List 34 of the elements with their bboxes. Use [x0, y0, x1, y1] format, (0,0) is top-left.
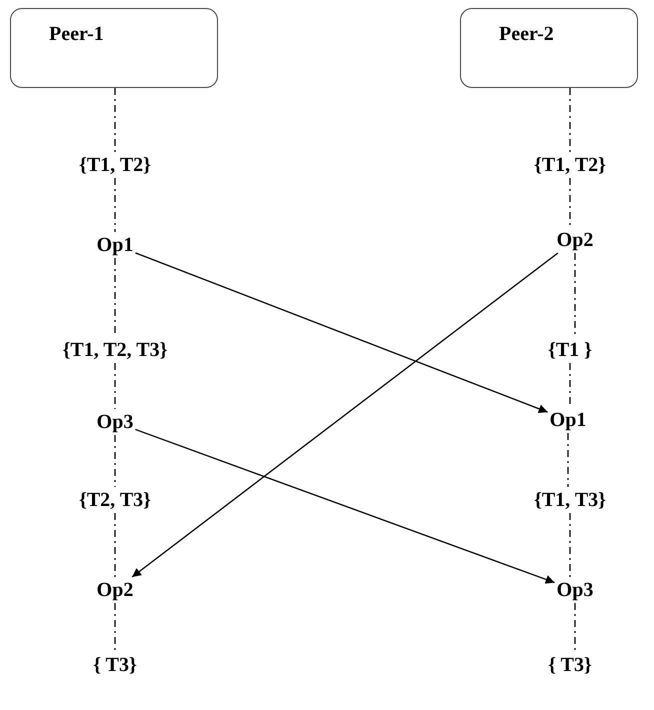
lifeline-label: {T1 }	[546, 337, 594, 363]
lifeline	[114, 178, 116, 232]
lifeline-label: {T1, T2}	[76, 152, 154, 178]
lifeline-label: {T1, T3}	[532, 487, 608, 513]
peer-name: Peer-2	[499, 23, 554, 45]
peer-name: Peer-1	[49, 23, 104, 45]
lifeline-header-box	[10, 8, 218, 88]
lifeline-label: {T1, T2, T3}	[60, 337, 170, 363]
lifeline-label: { T3}	[546, 652, 594, 678]
lifeline	[569, 178, 571, 227]
message-arrow	[135, 252, 548, 414]
message-arrow	[132, 252, 558, 578]
lifeline-label: Op1	[94, 232, 136, 258]
lifeline-label: Op1	[548, 407, 588, 433]
message-arrow	[135, 428, 555, 584]
lifeline-label: Op2	[554, 227, 596, 253]
lifeline	[569, 513, 571, 577]
lifeline	[574, 253, 576, 337]
lifeline	[574, 603, 576, 652]
lifeline-label: Op2	[94, 577, 136, 603]
lifeline	[114, 435, 116, 487]
lifeline	[114, 513, 116, 577]
lifeline	[569, 363, 571, 407]
lifeline-label: {T2, T3}	[76, 487, 154, 513]
lifeline-label: Op3	[94, 409, 136, 435]
lifeline-label: Op3	[554, 577, 596, 603]
lifeline	[569, 88, 571, 152]
lifeline	[114, 603, 116, 652]
lifeline-label: { T3}	[91, 652, 139, 678]
lifeline	[114, 88, 116, 152]
lifeline-header-box	[460, 8, 638, 88]
lifeline	[567, 433, 569, 487]
lifeline-label: {T1, T2}	[532, 152, 608, 178]
lifeline	[114, 363, 116, 409]
